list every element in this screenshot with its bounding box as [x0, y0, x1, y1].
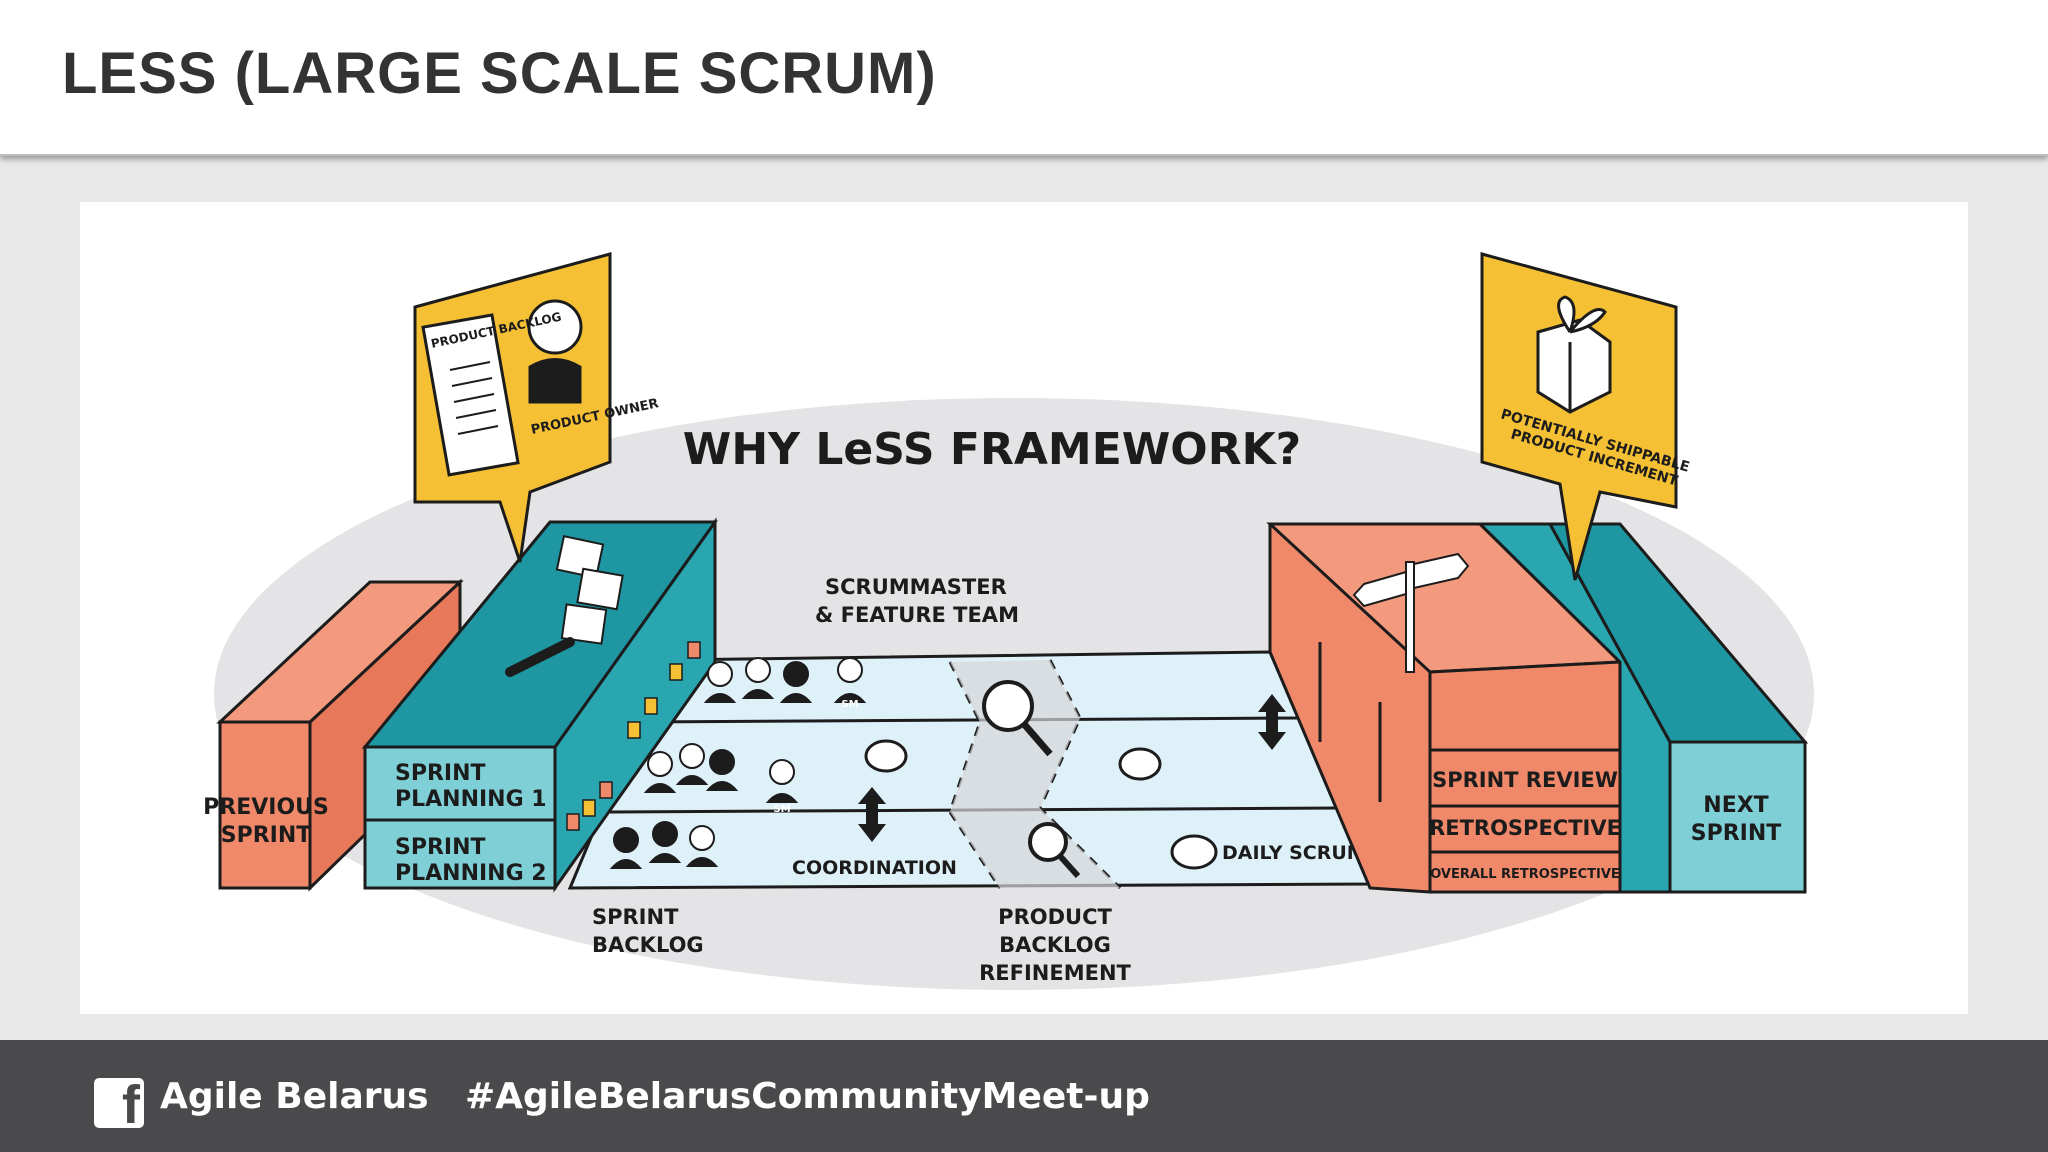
sprint-planning-1-label-1: SPRINT — [395, 761, 486, 786]
next-sprint-label-1: NEXT — [1703, 793, 1768, 818]
sprint-planning-block — [361, 517, 718, 893]
signpost-icon — [1352, 552, 1470, 673]
less-framework-diagram: WHY LeSS FRAMEWORK? PREVIOUS SPRINT — [80, 202, 1968, 1014]
sprint-backlog-label-2: BACKLOG — [592, 933, 704, 957]
sprint-review-block — [1266, 522, 1624, 894]
magnifier-icons — [982, 680, 1081, 879]
pbr-label-1: PRODUCT — [998, 905, 1112, 929]
sprint-backlog-label-1: SPRINT — [592, 905, 679, 929]
slide-title: LESS (LARGE SCALE SCRUM) — [62, 41, 937, 106]
footer-brand: Agile Belarus — [160, 1076, 429, 1117]
coordination-label: COORDINATION — [792, 857, 957, 879]
diagram-heading: WHY LeSS FRAMEWORK? — [683, 424, 1301, 475]
facebook-icon[interactable]: f — [94, 1078, 144, 1132]
speech-bubble-icons — [864, 739, 1218, 870]
overall-retrospective-label: OVERALL RETROSPECTIVE — [1430, 867, 1620, 882]
scrummaster-label-2: & FEATURE TEAM — [815, 603, 1019, 627]
product-backlog-list-lines — [449, 361, 499, 435]
previous-sprint-label-2: SPRINT — [221, 823, 312, 848]
previous-sprint-block — [216, 578, 464, 892]
pbr-label-2: BACKLOG — [999, 933, 1111, 957]
team-row-3 — [609, 821, 719, 869]
sprint-review-label: SPRINT REVIEW — [1432, 768, 1618, 792]
sprint-planning-2-label-2: PLANNING 2 — [395, 861, 547, 886]
shippable-increment-sign — [1480, 252, 1678, 581]
previous-sprint-label-1: PREVIOUS — [203, 795, 329, 820]
retrospective-label: RETROSPECTIVE — [1429, 816, 1621, 840]
slide-header: LESS (LARGE SCALE SCRUM) — [0, 0, 2048, 156]
footer-hashtag: #AgileBelarusCommunityMeet-up — [465, 1076, 1150, 1117]
sticky-notes — [566, 641, 701, 831]
scrummaster-label-1: SCRUMMASTER — [825, 575, 1007, 599]
diagram-illustration: WHY LeSS FRAMEWORK? PREVIOUS SPRINT — [203, 252, 1814, 990]
slide-footer: f Agile Belarus #AgileBelarusCommunityMe… — [0, 1040, 2048, 1152]
notes-and-pen — [505, 535, 624, 677]
double-arrow-icons — [858, 694, 1286, 842]
team-row-2 — [643, 743, 799, 803]
next-sprint-block — [1476, 522, 1809, 894]
team-row-1 — [703, 657, 867, 703]
next-sprint-label-2: SPRINT — [1691, 821, 1782, 846]
team-members — [609, 657, 867, 869]
pbr-label-3: REFINEMENT — [979, 961, 1131, 985]
sprint-planning-2-label-1: SPRINT — [395, 835, 486, 860]
sprint-planning-1-label-2: PLANNING 1 — [395, 787, 547, 812]
sm-badge-1: SM — [841, 699, 858, 710]
sm-badge-2: SM — [773, 804, 790, 815]
daily-scrum-label: DAILY SCRUM — [1222, 842, 1366, 864]
product-backlog-sign — [413, 252, 612, 563]
